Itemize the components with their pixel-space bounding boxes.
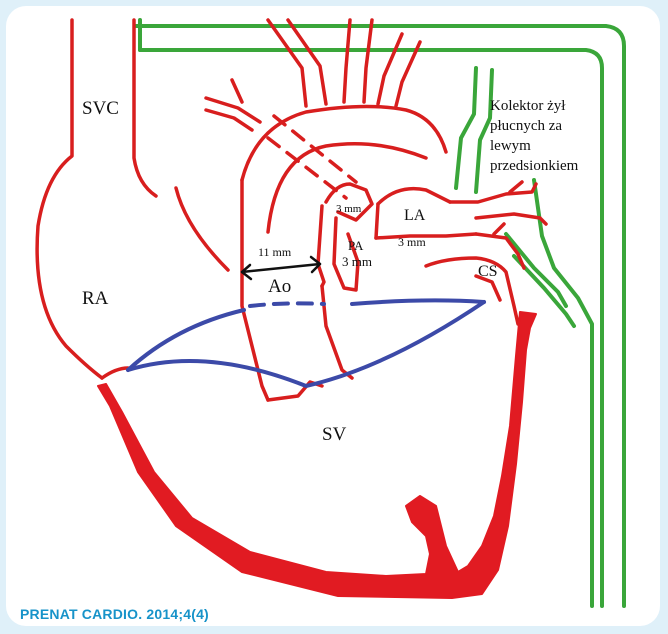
carotid-right <box>364 20 372 102</box>
boundary-upper-right <box>352 300 484 304</box>
label-pa-size: 3 mm <box>342 254 372 269</box>
collector-lower-branch-a <box>534 180 592 606</box>
vessel-outlines <box>37 20 546 400</box>
collector-caption-line2: płucnych za <box>490 118 562 134</box>
collector-caption-line4: przedsionkiem <box>490 158 579 174</box>
brachiocephalic-left <box>268 20 306 106</box>
pulm-vein-lower-b <box>494 224 504 234</box>
label-3mm-lower: 3 mm <box>398 235 426 249</box>
diagram-frame: SVC RA Ao LA PA 3 mm SV CS 11 mm 3 mm 3 … <box>6 6 660 626</box>
pa-vessel-left <box>318 206 324 286</box>
ra-lower-boundary <box>102 368 128 378</box>
label-sv: SV <box>322 424 347 445</box>
svc-right-wall <box>134 20 156 196</box>
label-11mm: 11 mm <box>258 245 292 259</box>
ventricle-boundary <box>128 300 484 386</box>
carotid-left <box>344 20 350 102</box>
brachiocephalic-right <box>288 20 326 104</box>
label-ra: RA <box>82 288 109 309</box>
svc-left-wall <box>37 20 102 378</box>
label-la: LA <box>404 207 426 224</box>
ra-inner-wall <box>176 188 228 270</box>
ventricle-wall-fill <box>98 312 536 598</box>
right-branch-twig <box>232 80 242 102</box>
la-left-wall <box>376 204 378 238</box>
pulm-vein-upper-b <box>510 182 522 192</box>
la-outline-top <box>378 189 450 204</box>
aorta-right-wall <box>322 286 352 378</box>
coronary-sinus-outline <box>426 258 518 324</box>
boundary-lower-curve <box>128 302 484 386</box>
label-ao: Ao <box>268 276 291 297</box>
journal-citation: PRENAT CARDIO. 2014;4(4) <box>20 606 209 622</box>
pulm-vein-mid <box>476 214 546 224</box>
label-3mm-upper: 3 mm <box>336 203 362 215</box>
boundary-upper-dashed <box>250 303 324 306</box>
collector-caption-line1: Kolektor żył <box>490 98 566 114</box>
pulm-vein-upper <box>450 184 536 202</box>
label-svc: SVC <box>82 98 119 119</box>
collector-caption-line3: lewym <box>490 138 531 154</box>
collector-left-branch <box>456 68 476 188</box>
heart-diagram: SVC RA Ao LA PA 3 mm SV CS 11 mm 3 mm 3 … <box>6 6 660 626</box>
label-cs: CS <box>478 263 498 280</box>
label-pa: PA <box>348 238 364 253</box>
la-outline-bottom <box>376 234 476 238</box>
